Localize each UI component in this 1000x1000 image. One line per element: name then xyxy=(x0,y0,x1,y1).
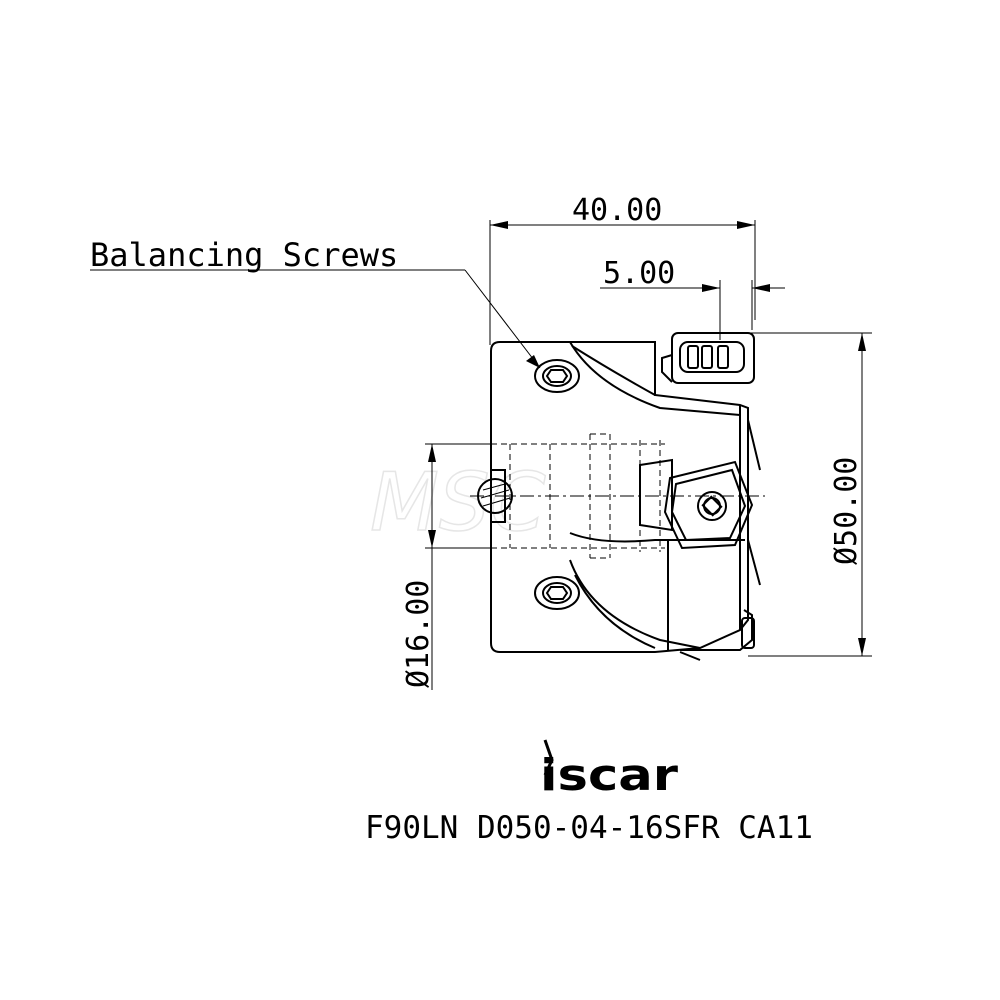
dimension-bore-diameter-label: Ø16.00 xyxy=(401,580,436,688)
brand-logo: iscar xyxy=(540,750,678,801)
part-number: F90LN D050-04-16SFR CA11 xyxy=(365,810,813,846)
dimension-offset-label: 5.00 xyxy=(603,256,675,291)
dimension-length: 40.00 xyxy=(489,193,756,345)
dimension-cutter-diameter: Ø50.00 xyxy=(748,332,872,657)
balancing-screws-callout: Balancing Screws xyxy=(90,236,541,369)
keyway-section xyxy=(477,478,513,514)
balancing-screw-lower xyxy=(534,576,580,610)
balancing-screws-label: Balancing Screws xyxy=(90,236,398,274)
iscar-logo: iscar xyxy=(540,739,678,801)
balancing-screw-upper xyxy=(534,359,580,393)
dimension-length-label: 40.00 xyxy=(572,193,662,228)
watermark: MSC xyxy=(370,456,546,549)
insert-top xyxy=(661,332,755,384)
dimension-cutter-diameter-label: Ø50.00 xyxy=(829,457,864,565)
dimension-bore-diameter: Ø16.00 xyxy=(401,443,490,690)
insert-bottom xyxy=(679,609,755,661)
cutter-body xyxy=(490,341,749,653)
dimension-offset: 5.00 xyxy=(600,256,785,340)
insert-middle xyxy=(639,419,761,586)
hidden-bore xyxy=(491,433,665,559)
